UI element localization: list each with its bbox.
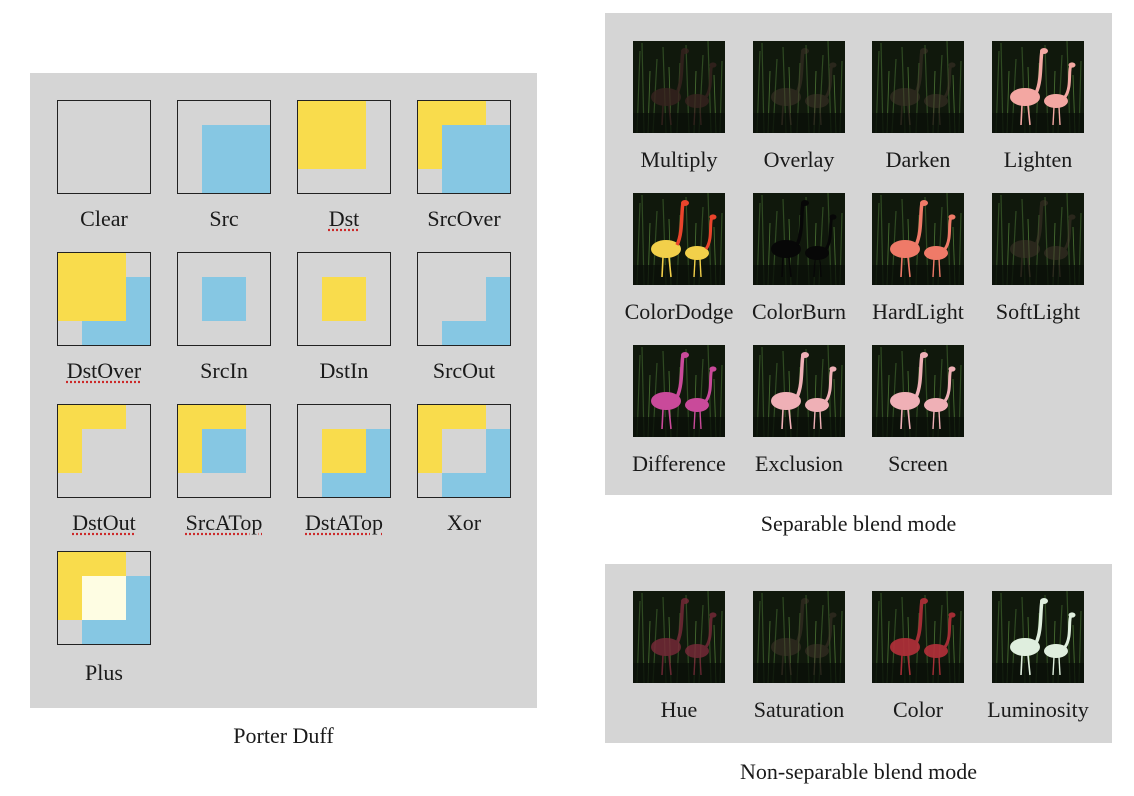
blend-mode-label: HardLight: [872, 299, 964, 324]
porter-duff-diagram: [57, 252, 151, 346]
porter-duff-label: SrcOver: [387, 206, 541, 232]
blend-mode-label: ColorDodge: [624, 299, 734, 324]
porter-duff-label: DstATop: [267, 510, 421, 536]
destination-square: [58, 253, 126, 321]
blend-mode-label: Color: [892, 697, 944, 722]
flamingo-thumbnail: [753, 41, 845, 133]
non-separable-caption: Non-separable blend mode: [739, 759, 978, 784]
mode-name: DstATop: [305, 510, 383, 535]
porter-duff-label: Plus: [27, 660, 181, 686]
porter-duff-label: SrcOut: [387, 358, 541, 384]
porter-duff-label: SrcIn: [147, 358, 301, 384]
blend-mode-label: Darken: [885, 147, 951, 172]
porter-duff-diagram: [417, 404, 511, 498]
porter-duff-diagram: [177, 252, 271, 346]
mode-name: SrcATop: [185, 510, 263, 535]
mode-name: DstOut: [72, 510, 136, 535]
blend-mode-label: Saturation: [753, 697, 845, 722]
mode-name: Src: [209, 206, 239, 231]
flamingo-thumbnail: [872, 345, 964, 437]
porter-duff-diagram: [177, 404, 271, 498]
mode-name: SrcOver: [427, 206, 501, 231]
porter-duff-diagram: [57, 404, 151, 498]
mode-name: DstOver: [66, 358, 142, 383]
porter-duff-label: DstIn: [267, 358, 421, 384]
mode-name: Clear: [80, 206, 128, 231]
blend-mode-label: Lighten: [1003, 147, 1073, 172]
flamingo-thumbnail: [992, 591, 1084, 683]
source-square: [202, 277, 246, 321]
destination-square: [322, 429, 366, 473]
flamingo-thumbnail: [992, 41, 1084, 133]
porter-duff-diagram: [57, 551, 151, 645]
blend-mode-label: Screen: [888, 451, 948, 476]
flamingo-thumbnail: [633, 41, 725, 133]
porter-duff-label: Clear: [27, 206, 181, 232]
mode-name: SrcIn: [200, 358, 248, 383]
overlap-region: [442, 277, 486, 321]
flamingo-thumbnail: [992, 193, 1084, 285]
flamingo-thumbnail: [753, 193, 845, 285]
blend-mode-label: Hue: [660, 697, 698, 722]
porter-duff-label: Dst: [267, 206, 421, 232]
source-square: [202, 429, 246, 473]
blend-mode-label: ColorBurn: [751, 299, 847, 324]
porter-duff-diagram: [417, 252, 511, 346]
porter-duff-diagram: [177, 100, 271, 194]
blend-mode-label: Overlay: [763, 147, 835, 172]
overlap-region: [442, 429, 486, 473]
blend-mode-label: SoftLight: [995, 299, 1081, 324]
destination-square: [322, 277, 366, 321]
overlap-region: [82, 429, 126, 473]
source-square: [442, 125, 510, 193]
flamingo-thumbnail: [633, 345, 725, 437]
blend-mode-label: Multiply: [640, 147, 718, 172]
porter-duff-diagram: [297, 404, 391, 498]
porter-duff-diagram: [297, 100, 391, 194]
flamingo-thumbnail: [753, 591, 845, 683]
porter-duff-label: DstOver: [27, 358, 181, 384]
blend-mode-label: Difference: [632, 451, 726, 476]
mode-name: Plus: [85, 660, 123, 685]
porter-duff-label: DstOut: [27, 510, 181, 536]
porter-duff-diagram: [57, 100, 151, 194]
flamingo-thumbnail: [872, 591, 964, 683]
mode-name: DstIn: [319, 358, 369, 383]
separable-caption: Separable blend mode: [760, 511, 957, 536]
porter-duff-label: SrcATop: [147, 510, 301, 536]
destination-square: [298, 101, 366, 169]
flamingo-thumbnail: [633, 193, 725, 285]
flamingo-thumbnail: [753, 345, 845, 437]
porter-duff-label: Src: [147, 206, 301, 232]
flamingo-thumbnail: [872, 41, 964, 133]
flamingo-thumbnail: [872, 193, 964, 285]
porter-duff-label: Xor: [387, 510, 541, 536]
blend-mode-label: Exclusion: [755, 451, 843, 476]
porter-duff-diagram: [297, 252, 391, 346]
blend-mode-label: Luminosity: [987, 697, 1089, 722]
flamingo-thumbnail: [633, 591, 725, 683]
porter-duff-diagram: [417, 100, 511, 194]
mode-name: Xor: [446, 510, 482, 535]
mode-name: Dst: [328, 206, 360, 231]
overlap-region: [82, 576, 126, 620]
source-square: [202, 125, 270, 193]
porter-duff-caption: Porter Duff: [233, 723, 334, 748]
mode-name: SrcOut: [432, 358, 496, 383]
